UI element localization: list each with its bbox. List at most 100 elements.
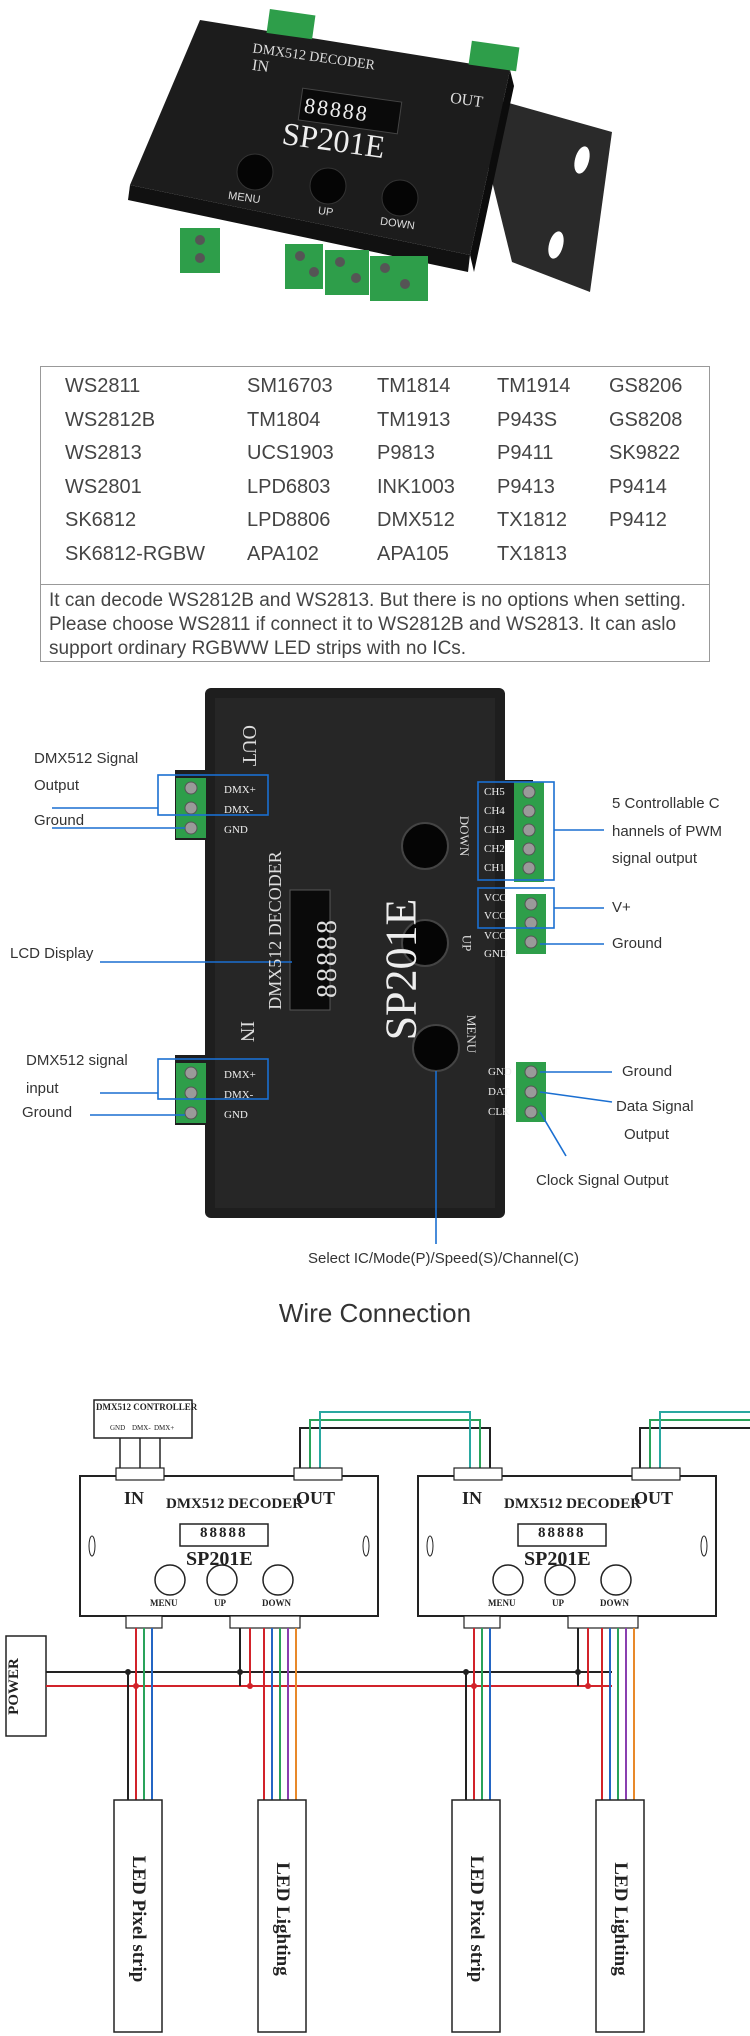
ic-cell: TX1813 (497, 542, 568, 565)
ic-column-5: GS8206 GS8208 SK9822 P9414 P9412 (609, 375, 682, 543)
wire-decoder-label-1: DMX512 DECODER (166, 1496, 304, 1512)
pin-label: GND (224, 824, 248, 836)
ic-note: It can decode WS2812B and WS2813. But th… (49, 590, 686, 659)
pin-label: CH5 (484, 786, 505, 798)
ic-cell: INK1003 (377, 475, 455, 498)
callout-clock: Clock Signal Output (536, 1172, 669, 1189)
callout-ground-out: Ground (34, 812, 85, 829)
diagram-in-label: IN (236, 1020, 259, 1043)
callout-data-2: Output (624, 1126, 670, 1143)
pin-label: CH2 (484, 843, 505, 855)
callout-pwm: 5 Controllable C (612, 795, 720, 812)
wire-down-2: DOWN (600, 1598, 629, 1608)
wire-diagram: DMX512 CONTROLLER GND DMX- DMX+ IN OUT D… (0, 1380, 750, 2036)
callout-data: Data Signal (616, 1098, 694, 1115)
pin-label: VCC (484, 910, 507, 922)
wire-in-label-2: IN (462, 1488, 483, 1508)
pin-label: CH1 (484, 862, 505, 874)
wire-up-2: UP (552, 1598, 564, 1608)
callout-dmx-in: DMX512 signal (26, 1052, 128, 1069)
ic-cell: SK9822 (609, 442, 681, 464)
ic-cell: DMX512 (377, 509, 455, 531)
ic-column-4: TM1914 P943S P9411 P9413 TX1812 TX1813 (497, 375, 570, 576)
diagram-decoder-label: DMX512 DECODER (264, 851, 285, 1010)
wire-out-label-2: OUT (634, 1488, 674, 1508)
pin-label: DMX- (224, 1089, 254, 1101)
ic-cell: LPD8806 (247, 509, 331, 531)
pin-label: GND (484, 948, 508, 960)
wire-menu-2: MENU (488, 1598, 516, 1608)
lighting-label-2: LED Lighting (610, 1862, 631, 1976)
ic-cell: P9813 (377, 442, 435, 464)
controller-pin-gnd: GND (110, 1424, 126, 1432)
callout-dmx-out: DMX512 Signal (34, 750, 139, 767)
callout-ground-pix: Ground (622, 1063, 673, 1080)
ic-cell: SM16703 (247, 375, 333, 397)
pin-label: DMX+ (224, 1069, 256, 1081)
wire-menu-1: MENU (150, 1598, 178, 1608)
pixel-strip-label-1: LED Pixel strip (128, 1855, 149, 1983)
device-diagram: OUT IN DMX512 DECODER SP201E 88888 DOWN … (0, 680, 750, 1280)
ic-column-2: SM16703 TM1804 UCS1903 LPD6803 LPD8806 A… (247, 375, 334, 576)
wire-up-1: UP (214, 1598, 226, 1608)
ic-cell: P9414 (609, 475, 667, 498)
wire-connection-title: Wire Connection (278, 1298, 472, 1328)
controller-pin-dmxp: DMX+ (154, 1424, 175, 1432)
pin-label: DAT (488, 1086, 510, 1098)
pin-label: VCC (484, 892, 507, 904)
callout-pwm-3: signal output (612, 850, 698, 867)
wire-display-2: 88888 (538, 1525, 586, 1541)
wire-in-label-1: IN (124, 1488, 145, 1508)
diagram-menu-label: MENU (464, 1014, 480, 1054)
ic-cell: TX1812 (497, 509, 568, 531)
power-label: POWER (5, 1658, 22, 1715)
diagram-out-label: OUT (238, 724, 261, 767)
photo-up-label: UP (317, 204, 335, 220)
pin-label: CH3 (484, 824, 505, 836)
callout-vplus: V+ (612, 899, 631, 916)
ic-cell: P943S (497, 408, 558, 431)
pin-label: GND (224, 1109, 248, 1121)
ic-cell: GS8208 (609, 408, 683, 431)
ic-cell: WS2813 (65, 442, 142, 464)
ic-cell: P9411 (497, 442, 554, 464)
pin-label: GND (488, 1066, 512, 1078)
diagram-display-digits: 88888 (312, 918, 343, 998)
wire-model-label-2: SP201E (524, 1548, 591, 1570)
ic-support-table: WS2811 WS2812B WS2813 WS2801 SK6812 SK68… (40, 366, 710, 662)
ic-cell: TM1914 (497, 375, 571, 397)
callout-pwm-2: hannels of PWM (612, 823, 723, 840)
ic-cell: TM1913 (377, 408, 451, 431)
lighting-label-1: LED Lighting (272, 1862, 293, 1976)
ic-cell: WS2801 (65, 475, 142, 498)
photo-in-label: IN (250, 56, 271, 77)
product-photo: DMX512 DECODER 88888 SP201E IN OUT MENU … (0, 0, 750, 345)
pin-label: DMX+ (224, 784, 256, 796)
ic-cell: APA105 (377, 542, 449, 565)
ic-cell: P9412 (609, 509, 667, 531)
ic-cell: APA102 (247, 542, 319, 565)
ic-cell: UCS1903 (247, 442, 334, 464)
diagram-up-label: UP (459, 934, 475, 952)
ic-grid: WS2811 WS2812B WS2813 WS2801 SK6812 SK68… (41, 367, 709, 585)
wire-decoder-label-2: DMX512 DECODER (504, 1496, 642, 1512)
ic-cell: TM1814 (377, 375, 451, 397)
diagram-model-label: SP201E (376, 898, 426, 1041)
ic-cell: P9413 (497, 475, 555, 498)
ic-cell: SK6812-RGBW (65, 542, 206, 565)
callout-dmx-in-2: input (26, 1080, 59, 1097)
wire-down-1: DOWN (262, 1598, 291, 1608)
wire-display-1: 88888 (200, 1525, 248, 1541)
ic-cell: WS2812B (65, 408, 156, 431)
ic-cell: LPD6803 (247, 475, 331, 498)
controller-pin-dmxm: DMX- (132, 1424, 151, 1432)
ic-column-3: TM1814 TM1913 P9813 INK1003 DMX512 APA10… (377, 375, 455, 576)
ic-cell: TM1804 (247, 408, 321, 431)
wire-model-label-1: SP201E (186, 1548, 253, 1570)
callout-select: Select IC/Mode(P)/Speed(S)/Channel(C) (308, 1250, 579, 1267)
ic-cell: GS8206 (609, 375, 683, 397)
pin-label: VCC (484, 930, 507, 942)
ic-column-1: WS2811 WS2812B WS2813 WS2801 SK6812 SK68… (65, 375, 205, 576)
pixel-strip-label-2: LED Pixel strip (466, 1855, 487, 1983)
callout-ground-vcc: Ground (612, 935, 663, 952)
